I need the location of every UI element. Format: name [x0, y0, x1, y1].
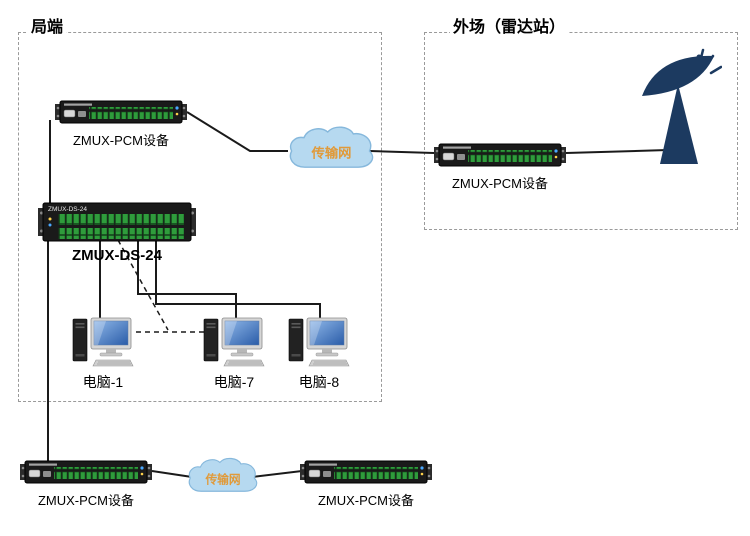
rack-device-icon: ZMUX-DS-24 [38, 202, 196, 242]
computer-label: 电脑-7 [213, 374, 255, 390]
device-label: ZMUX-PCM设备 [451, 176, 549, 191]
rack-device-icon [434, 143, 566, 167]
region-remote-box [424, 32, 738, 230]
rack-device-icon [300, 460, 432, 484]
computer-pc1: 电脑-1 [72, 316, 134, 392]
cloud-icon: 传输网 [289, 126, 374, 168]
region-local-box [18, 32, 382, 402]
computer-label: 电脑-8 [298, 374, 340, 390]
ds24-panel-text: ZMUX-DS-24 [48, 206, 87, 213]
region-local-title: 局端 [28, 13, 67, 37]
computer-pc7: 电脑-7 [203, 316, 265, 392]
cloud-label: 传输网 [311, 145, 352, 161]
device-pcm-bottom-left: ZMUX-PCM设备 [20, 459, 152, 509]
device-pcm-bottom-right: ZMUX-PCM设备 [300, 459, 432, 509]
computer-label: 电脑-1 [82, 374, 124, 390]
device-pcm-remote: ZMUX-PCM设备 [432, 142, 568, 192]
device-label: ZMUX-PCM设备 [37, 493, 135, 508]
rack-device-icon [20, 460, 152, 484]
radar-icon [642, 48, 723, 164]
desktop-computer-icon [288, 317, 350, 367]
region-remote-title: 外场（雷达站） [450, 13, 569, 37]
cloud-top: 传输网 [284, 122, 379, 185]
device-label: ZMUX-PCM设备 [317, 493, 415, 508]
device-pcm-top-left: ZMUX-PCM设备 [55, 99, 187, 149]
cloud-bottom: 传输网 [184, 453, 262, 508]
computer-pc8: 电脑-8 [288, 316, 350, 392]
radar-antenna [632, 42, 723, 172]
device-label: ZMUX-PCM设备 [72, 133, 170, 148]
device-ds24: ZMUX-DS-24 ZMUX-DS-24 [38, 202, 196, 264]
rack-device-icon [55, 100, 187, 124]
desktop-computer-icon [72, 317, 134, 367]
device-label: ZMUX-DS-24 [71, 247, 162, 264]
cloud-icon: 传输网 [188, 457, 258, 492]
cloud-label: 传输网 [204, 472, 240, 486]
desktop-computer-icon [203, 317, 265, 367]
